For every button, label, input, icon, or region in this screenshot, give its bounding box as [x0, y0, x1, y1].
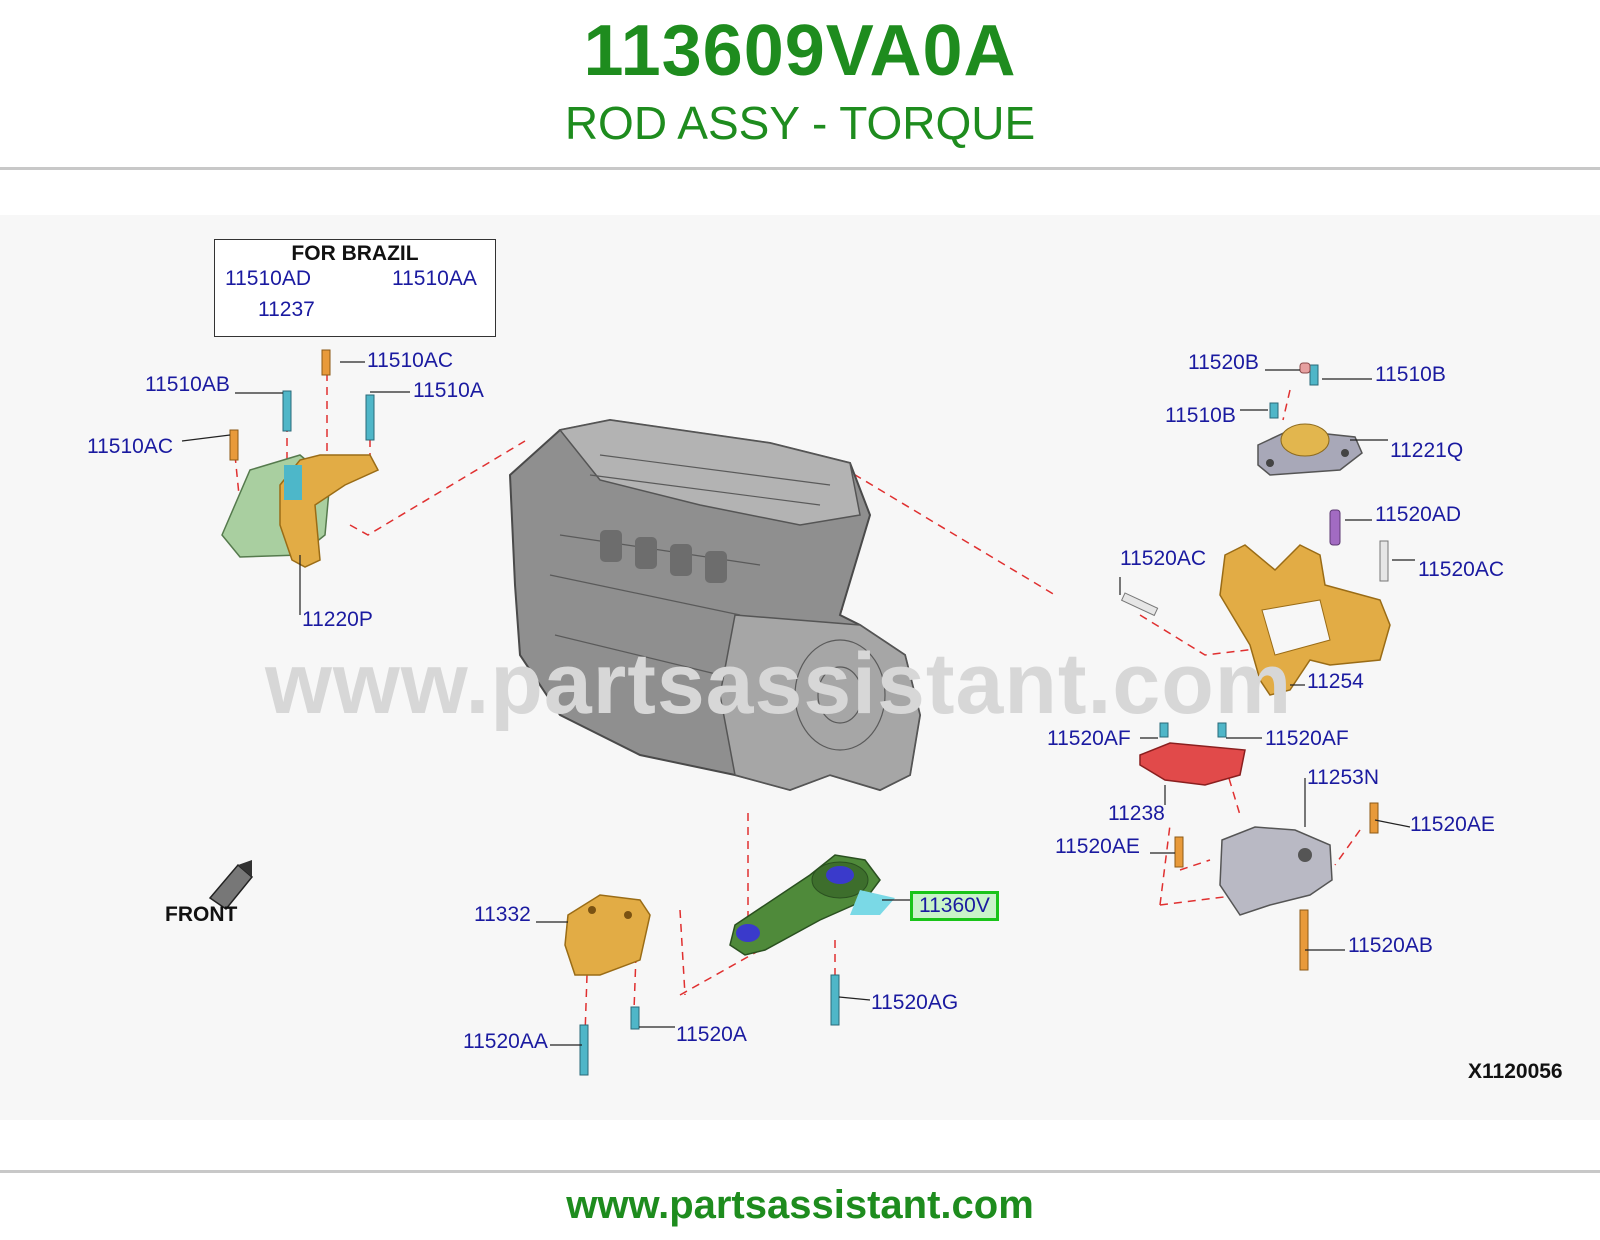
part-label-11220P[interactable]: 11220P: [302, 608, 373, 631]
part-number-title: 113609VA0A: [583, 11, 1017, 91]
part-label-11520AB[interactable]: 11520AB: [1348, 934, 1433, 957]
inset-title: FOR BRAZIL: [291, 242, 419, 265]
front-label: FRONT: [165, 903, 238, 926]
footer-divider: [0, 1170, 1600, 1173]
part-label-11237[interactable]: 11237: [258, 298, 315, 321]
right-upper-mount: [1257, 423, 1363, 476]
part-label-11510B[interactable]: 11510B: [1375, 363, 1446, 386]
part-label-11520AF[interactable]: 11520AF: [1265, 727, 1349, 750]
part-label-11520AE[interactable]: 11520AE: [1410, 813, 1495, 836]
part-label-11510A[interactable]: 11510A: [413, 379, 484, 402]
lower-right-mount: [1219, 826, 1333, 916]
highlighted-part-label-11360V[interactable]: 11360V: [910, 891, 999, 921]
page-header: 113609VA0A ROD ASSY - TORQUE: [0, 0, 1600, 168]
header-divider: [0, 167, 1600, 170]
part-label-11520AG[interactable]: 11520AG: [871, 991, 959, 1014]
part-label-11510B[interactable]: 11510B: [1165, 404, 1236, 427]
front-arrow-icon: [208, 860, 254, 911]
part-label-11520AE[interactable]: 11520AE: [1055, 835, 1140, 858]
part-label-11520AC[interactable]: 11520AC: [1120, 547, 1207, 570]
part-label-11520AD[interactable]: 11520AD: [1375, 503, 1462, 526]
bracket-11332: [564, 894, 651, 976]
watermark: www.partsassistant.com: [265, 636, 1293, 732]
part-label-11238[interactable]: 11238: [1108, 802, 1165, 825]
right-mount-bracket: [1219, 544, 1391, 696]
brazil-inset: FOR BRAZIL: [214, 239, 496, 337]
part-label-11510AC[interactable]: 11510AC: [367, 349, 454, 372]
part-label-11332[interactable]: 11332: [474, 903, 531, 926]
part-label-11510AD[interactable]: 11510AD: [225, 267, 312, 290]
part-name-subtitle: ROD ASSY - TORQUE: [564, 97, 1036, 149]
part-label-11510AC[interactable]: 11510AC: [87, 435, 174, 458]
part-label-11520B[interactable]: 11520B: [1188, 351, 1259, 374]
part-label-11520AF[interactable]: 11520AF: [1047, 727, 1131, 750]
part-label-11510AA[interactable]: 11510AA: [392, 267, 477, 290]
diagram-artwork: [181, 278, 1415, 1076]
part-label-11254[interactable]: 11254: [1307, 670, 1364, 693]
parts-diagram: www.partsassistant.com FOR BRAZIL 11510A…: [0, 215, 1600, 1120]
part-label-11253N[interactable]: 11253N: [1307, 766, 1380, 789]
part-label-11520A[interactable]: 11520A: [676, 1023, 747, 1046]
torque-rod-assembly: [729, 854, 895, 956]
engine-assembly: [508, 418, 922, 792]
footer-site-link[interactable]: www.partsassistant.com: [566, 1183, 1034, 1227]
left-mount-bracket: [221, 454, 380, 568]
part-label-11221Q[interactable]: 11221Q: [1390, 439, 1464, 462]
part-label-11510AB[interactable]: 11510AB: [145, 373, 230, 396]
fasteners: [229, 349, 1389, 1076]
part-label-11520AA[interactable]: 11520AA: [463, 1030, 548, 1053]
illustration-code: X1120056: [1468, 1060, 1563, 1083]
leader-lines: [181, 278, 1415, 1046]
part-label-11520AC[interactable]: 11520AC: [1418, 558, 1505, 581]
red-bracket: [1139, 742, 1246, 786]
